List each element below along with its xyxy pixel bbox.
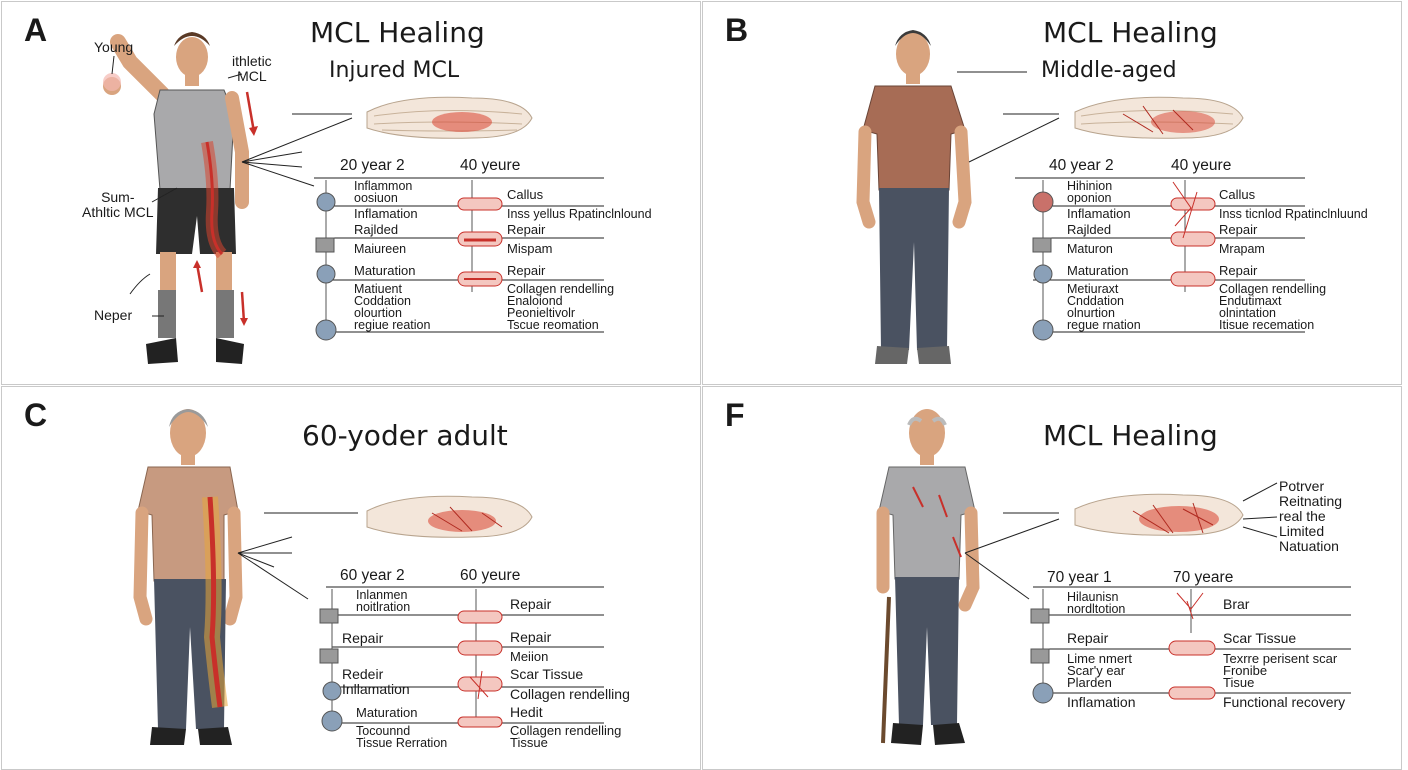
stage-left: Inflamation: [1067, 694, 1136, 710]
col1-header: 20 year 2: [340, 157, 405, 174]
stage-left: Repair: [1067, 630, 1109, 646]
stage-right: Collagen rendelling Enaloiond Peonieltiv…: [507, 282, 615, 332]
panel-f: F MCL Healing: [702, 386, 1402, 770]
stage-right: Scar Tissue: [1223, 630, 1297, 646]
stage-left: Maturation: [356, 705, 418, 720]
stage-right: Callus: [507, 187, 544, 202]
panel-letter: A: [24, 12, 48, 48]
stage-right: Inss ticnlod Rpatinclnluund: [1219, 207, 1368, 221]
col2-header: 60 yeure: [460, 567, 521, 584]
panel-subtitle: Injured MCL: [329, 58, 460, 83]
stage-left: Inlanmen noitlration: [356, 588, 411, 614]
young-label: Young: [94, 39, 134, 55]
stage-right: Mrapam: [1219, 242, 1265, 256]
stage-left: Repair: [342, 630, 384, 646]
stage-left: Tocounnd Tissue Rerration: [356, 724, 448, 750]
side-note: Potrver Reitnating real the Limited Natu…: [1279, 478, 1343, 554]
older-adult-illustration: [133, 409, 604, 745]
stage-left: Redeir Inllamation: [342, 666, 410, 697]
stage-left: Maiureen: [354, 242, 407, 256]
panel-title: 60-yoder adult: [302, 419, 508, 452]
stage-left: Inflammon oosiuon: [354, 179, 413, 205]
panel-letter: F: [725, 397, 745, 433]
stage-left: Hilaunisn nordltotion: [1067, 590, 1126, 616]
neper-label: Neper: [94, 307, 133, 323]
panel-c: C 60-yoder adult: [1, 386, 701, 770]
col1-header: 70 year 1: [1047, 569, 1112, 586]
panel-title: MCL Healing: [1043, 16, 1218, 49]
stage-right: Callus: [1219, 187, 1256, 202]
panel-subtitle: Middle-aged: [1041, 58, 1177, 83]
middle-aged-illustration: [856, 30, 1305, 364]
stage-right: Collagen rendelling Tissue: [510, 723, 622, 750]
panel-letter: C: [24, 397, 48, 433]
stage-right: Texrre perisent scar Fronibe Tisue: [1223, 651, 1338, 690]
stage-right: Repair: [510, 629, 552, 645]
stage-left: Inflamation: [354, 206, 418, 221]
stage-left: Inflamation: [1067, 206, 1131, 221]
stage-left: Lime nmert Scar'y ear Plarden: [1067, 651, 1133, 690]
col2-header: 70 yeare: [1173, 569, 1234, 586]
stage-left: Maturation: [1067, 263, 1129, 278]
stage-right: Repair: [1219, 222, 1258, 237]
col1-header: 40 year 2: [1049, 157, 1114, 174]
stage-left: Maturation: [354, 263, 416, 278]
stage-right: Collagen rendelling: [510, 686, 630, 702]
stage-right: Collagen rendelling Endutimaxt olnintati…: [1219, 282, 1327, 332]
stage-right: Repair: [1219, 263, 1258, 278]
stage-right: Inss yellus Rpatinclnlound: [507, 207, 652, 221]
stage-left: Metiuraxt Cnddation olnurtion regue rnat…: [1067, 282, 1141, 332]
athlete-illustration: [103, 32, 604, 364]
stage-right: Scar Tissue: [510, 666, 584, 682]
panel-title: MCL Healing: [310, 16, 485, 49]
panel-title: MCL Healing: [1043, 419, 1218, 452]
stage-right: Repair: [510, 596, 552, 612]
elderly-illustration: [876, 409, 1351, 745]
col2-header: 40 yeure: [1171, 157, 1232, 174]
stage-left: Rajlded: [1067, 222, 1112, 237]
stage-right: Mispam: [507, 241, 553, 256]
panel-b: B MCL Healing Middle-aged: [702, 1, 1402, 385]
stage-right: Brar: [1223, 596, 1250, 612]
athletic-mcl-label: ithletic MCL: [232, 53, 272, 84]
stage-left: Hihinion oponion: [1067, 179, 1113, 205]
stage-right: Hedit: [510, 704, 543, 720]
col2-header: 40 yeure: [460, 157, 521, 174]
panel-letter: B: [725, 12, 749, 48]
stage-right: Meiion: [510, 649, 549, 664]
semi-athletic-label: Sum- Athltic MCL: [82, 189, 154, 220]
panel-a: A MCL Healing Injured MCL: [1, 1, 701, 385]
stage-right: Repair: [507, 263, 546, 278]
stage-left: Maturon: [1067, 242, 1113, 256]
stage-right: Repair: [507, 222, 546, 237]
col1-header: 60 year 2: [340, 567, 405, 584]
stage-left: Rajlded: [354, 222, 399, 237]
stage-left: Matiuent Coddation olourtion regiue reat…: [354, 282, 431, 332]
stage-right: Functional recovery: [1223, 694, 1346, 710]
